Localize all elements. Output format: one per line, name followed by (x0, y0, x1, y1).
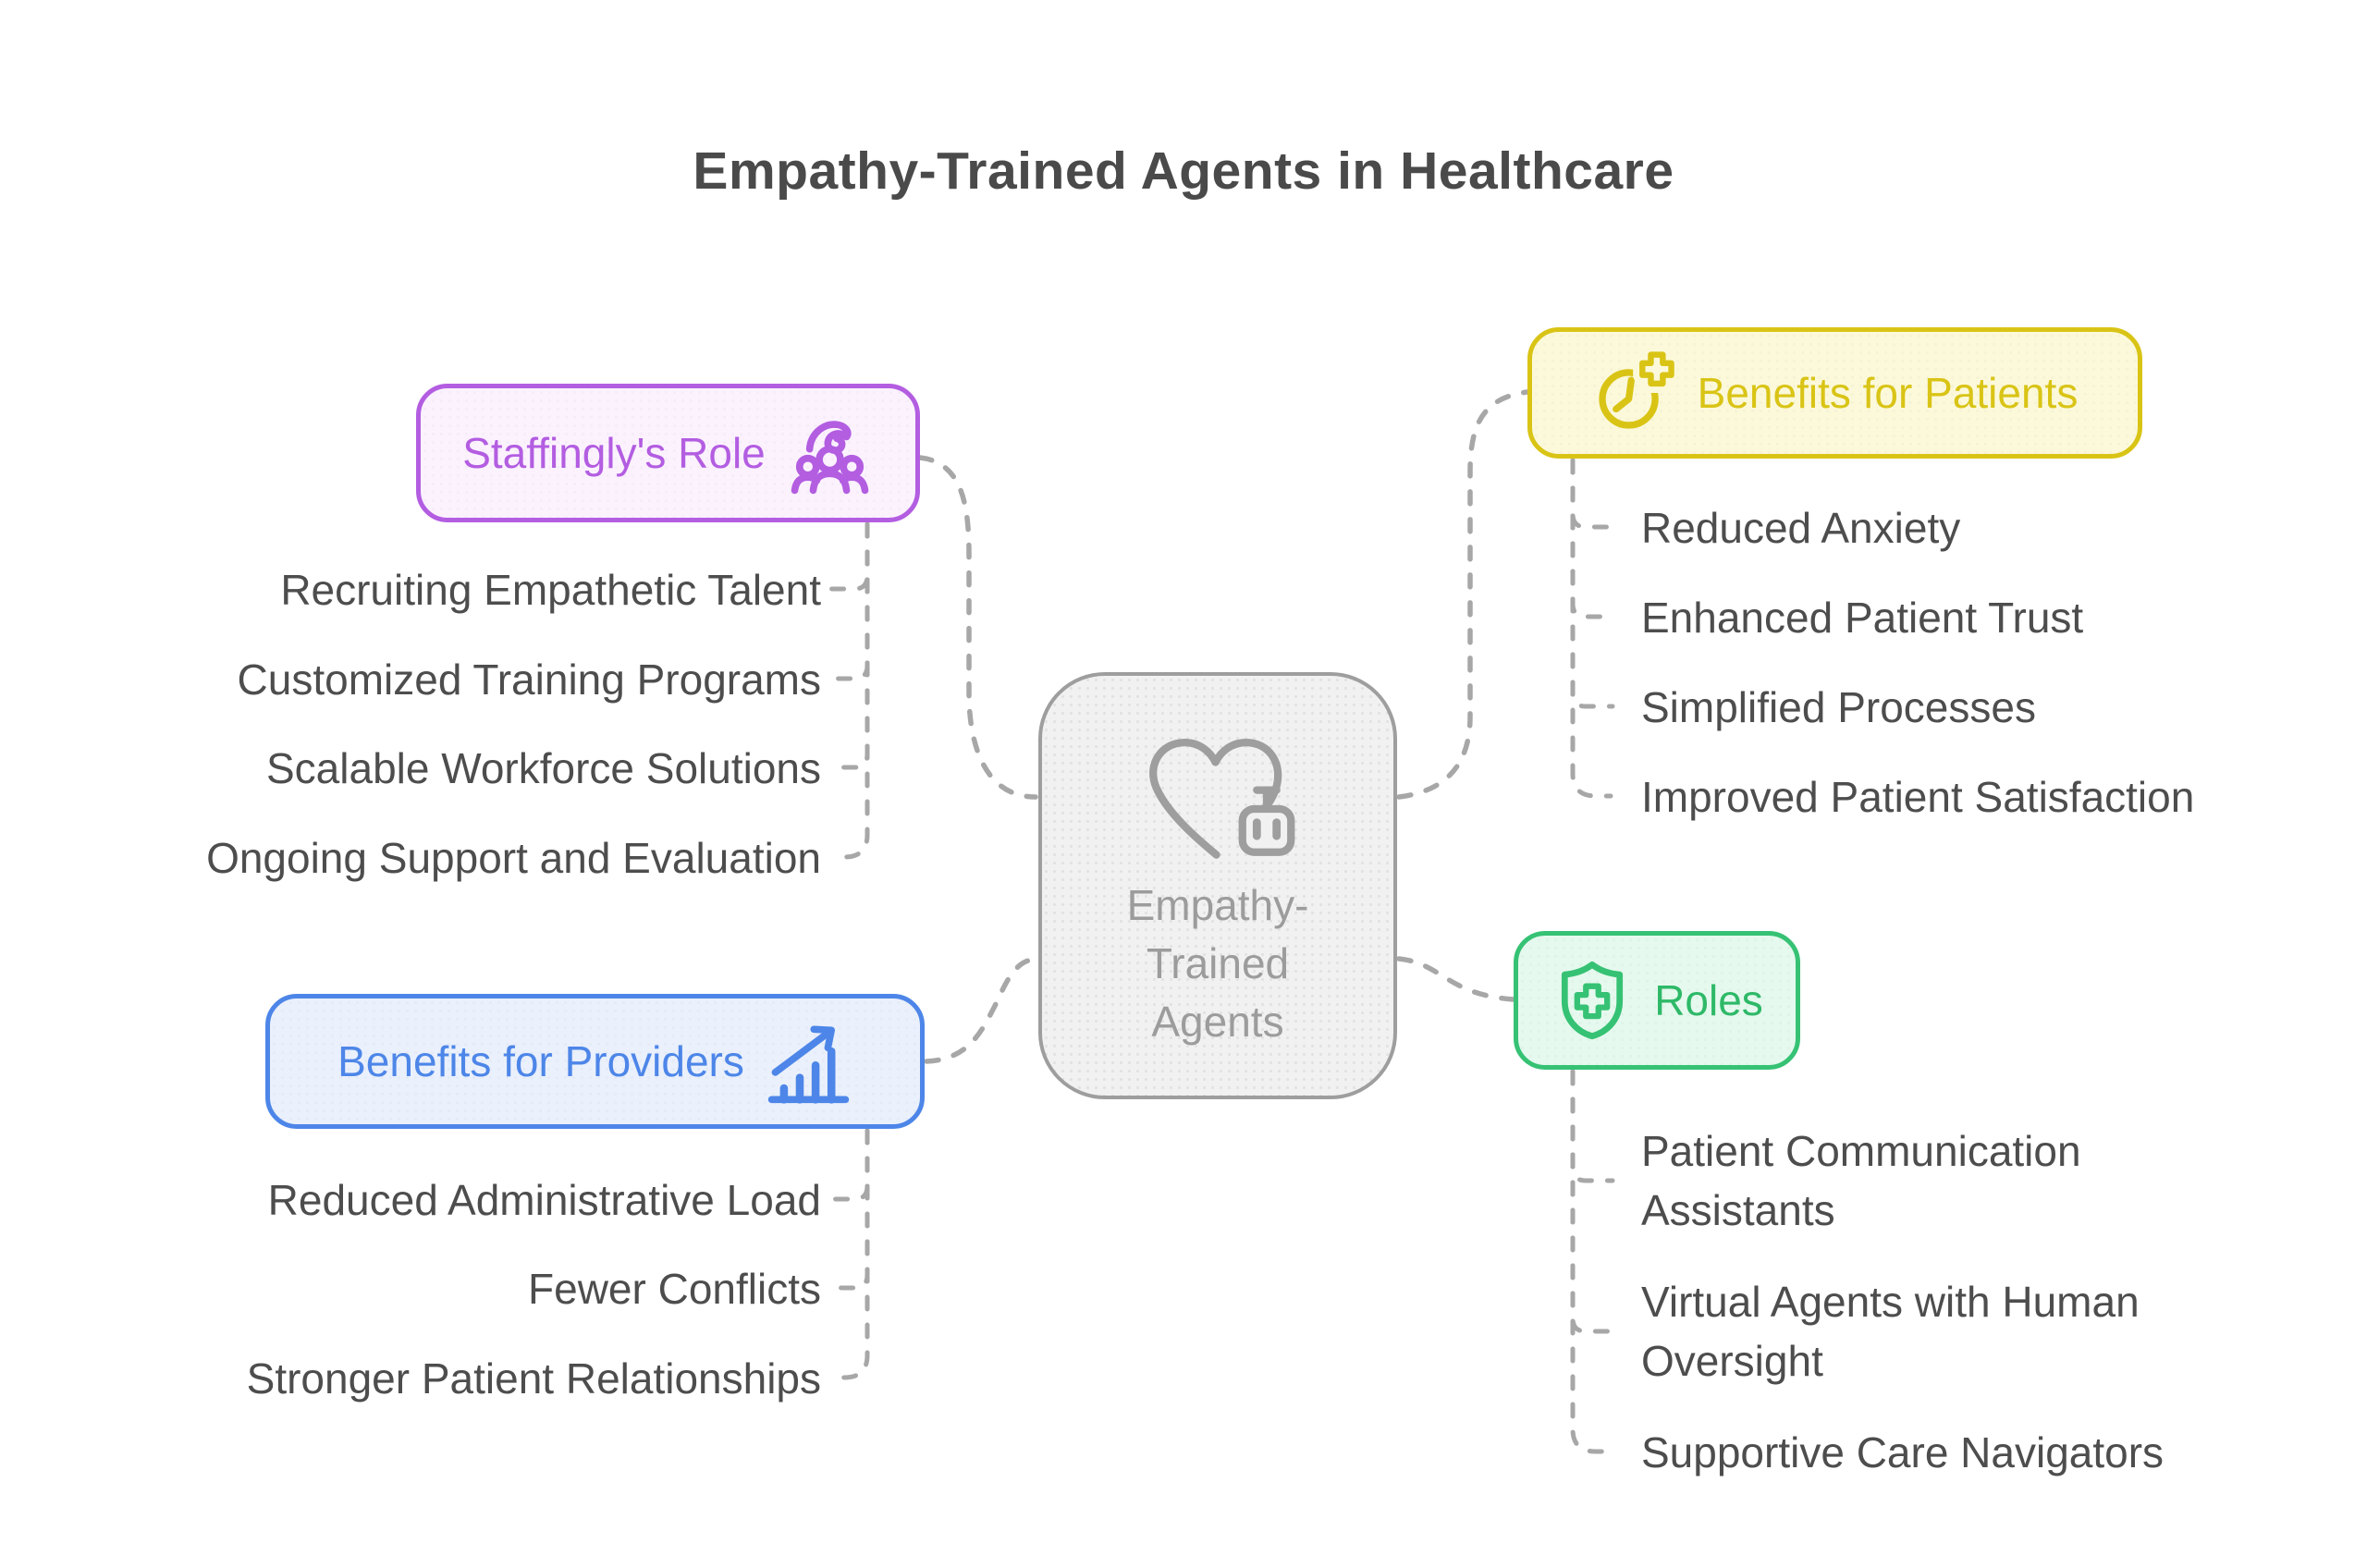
edge-staffingly-item-0 (828, 521, 870, 592)
clock-plus-icon (1599, 350, 1677, 429)
edge-staffingly-item-3 (829, 521, 870, 860)
team-icon (791, 420, 869, 494)
growth-chart-icon (767, 1025, 850, 1104)
edge-providers-item-0 (828, 1128, 870, 1202)
edge-roles-item-2 (1570, 1069, 1613, 1454)
edge-patients-item-2 (1570, 458, 1615, 709)
patients-item: Simplified Processes (1641, 683, 2036, 731)
staffingly-item: Scalable Workforce Solutions (266, 744, 821, 792)
staffingly-item: Customized Training Programs (237, 655, 821, 704)
edge-staffingly-item-1 (828, 521, 870, 681)
edge-roles-item-1 (1570, 1069, 1615, 1334)
edge-staffingly-item-2 (828, 521, 870, 770)
staffingly-item: Ongoing Support and Evaluation (206, 834, 821, 882)
edge-providers-item-1 (828, 1128, 870, 1291)
heart-robot-icon (1148, 738, 1294, 859)
branch-label-providers: Benefits for Providers (337, 1037, 744, 1085)
center-node: Empathy- Trained Agents (1038, 672, 1397, 1099)
branch-label-staffingly: Staffingly's Role (462, 429, 766, 477)
edge-patients-item-1 (1570, 458, 1615, 619)
providers-item: Fewer Conflicts (528, 1265, 821, 1313)
roles-item: Patient Communication Assistants (1641, 1127, 2081, 1234)
edge-center-roles (1396, 956, 1516, 1002)
shield-cross-icon (1562, 961, 1624, 1040)
patients-item: Enhanced Patient Trust (1641, 594, 2084, 642)
patients-item: Improved Patient Satisfaction (1641, 773, 2195, 821)
edge-staffingly-center (917, 455, 1038, 800)
branch-node-staffingly: Staffingly's Role (416, 384, 920, 522)
diagram-title: Empathy-Trained Agents in Healthcare (693, 141, 1674, 201)
branch-node-providers: Benefits for Providers (265, 994, 925, 1129)
providers-item: Stronger Patient Relationships (246, 1354, 821, 1403)
branch-node-roles: Roles (1514, 931, 1800, 1070)
edge-providers-center (924, 956, 1038, 1064)
edge-providers-item-2 (829, 1128, 870, 1380)
roles-item: Supportive Care Navigators (1641, 1428, 2165, 1476)
edge-patients-item-0 (1570, 458, 1615, 530)
branch-node-patients: Benefits for Patients (1527, 327, 2142, 459)
branch-label-patients: Benefits for Patients (1697, 369, 2079, 417)
edge-center-patients (1396, 389, 1530, 800)
center-label: Empathy- Trained Agents (1126, 881, 1309, 1046)
edge-patients-item-3 (1570, 458, 1613, 799)
providers-item: Reduced Administrative Load (267, 1176, 821, 1224)
edge-roles-item-0 (1570, 1069, 1615, 1183)
patients-item: Reduced Anxiety (1641, 504, 1961, 552)
staffingly-item: Recruiting Empathetic Talent (280, 566, 821, 614)
branch-label-roles: Roles (1654, 976, 1763, 1024)
roles-item: Virtual Agents with Human Oversight (1641, 1278, 2140, 1385)
